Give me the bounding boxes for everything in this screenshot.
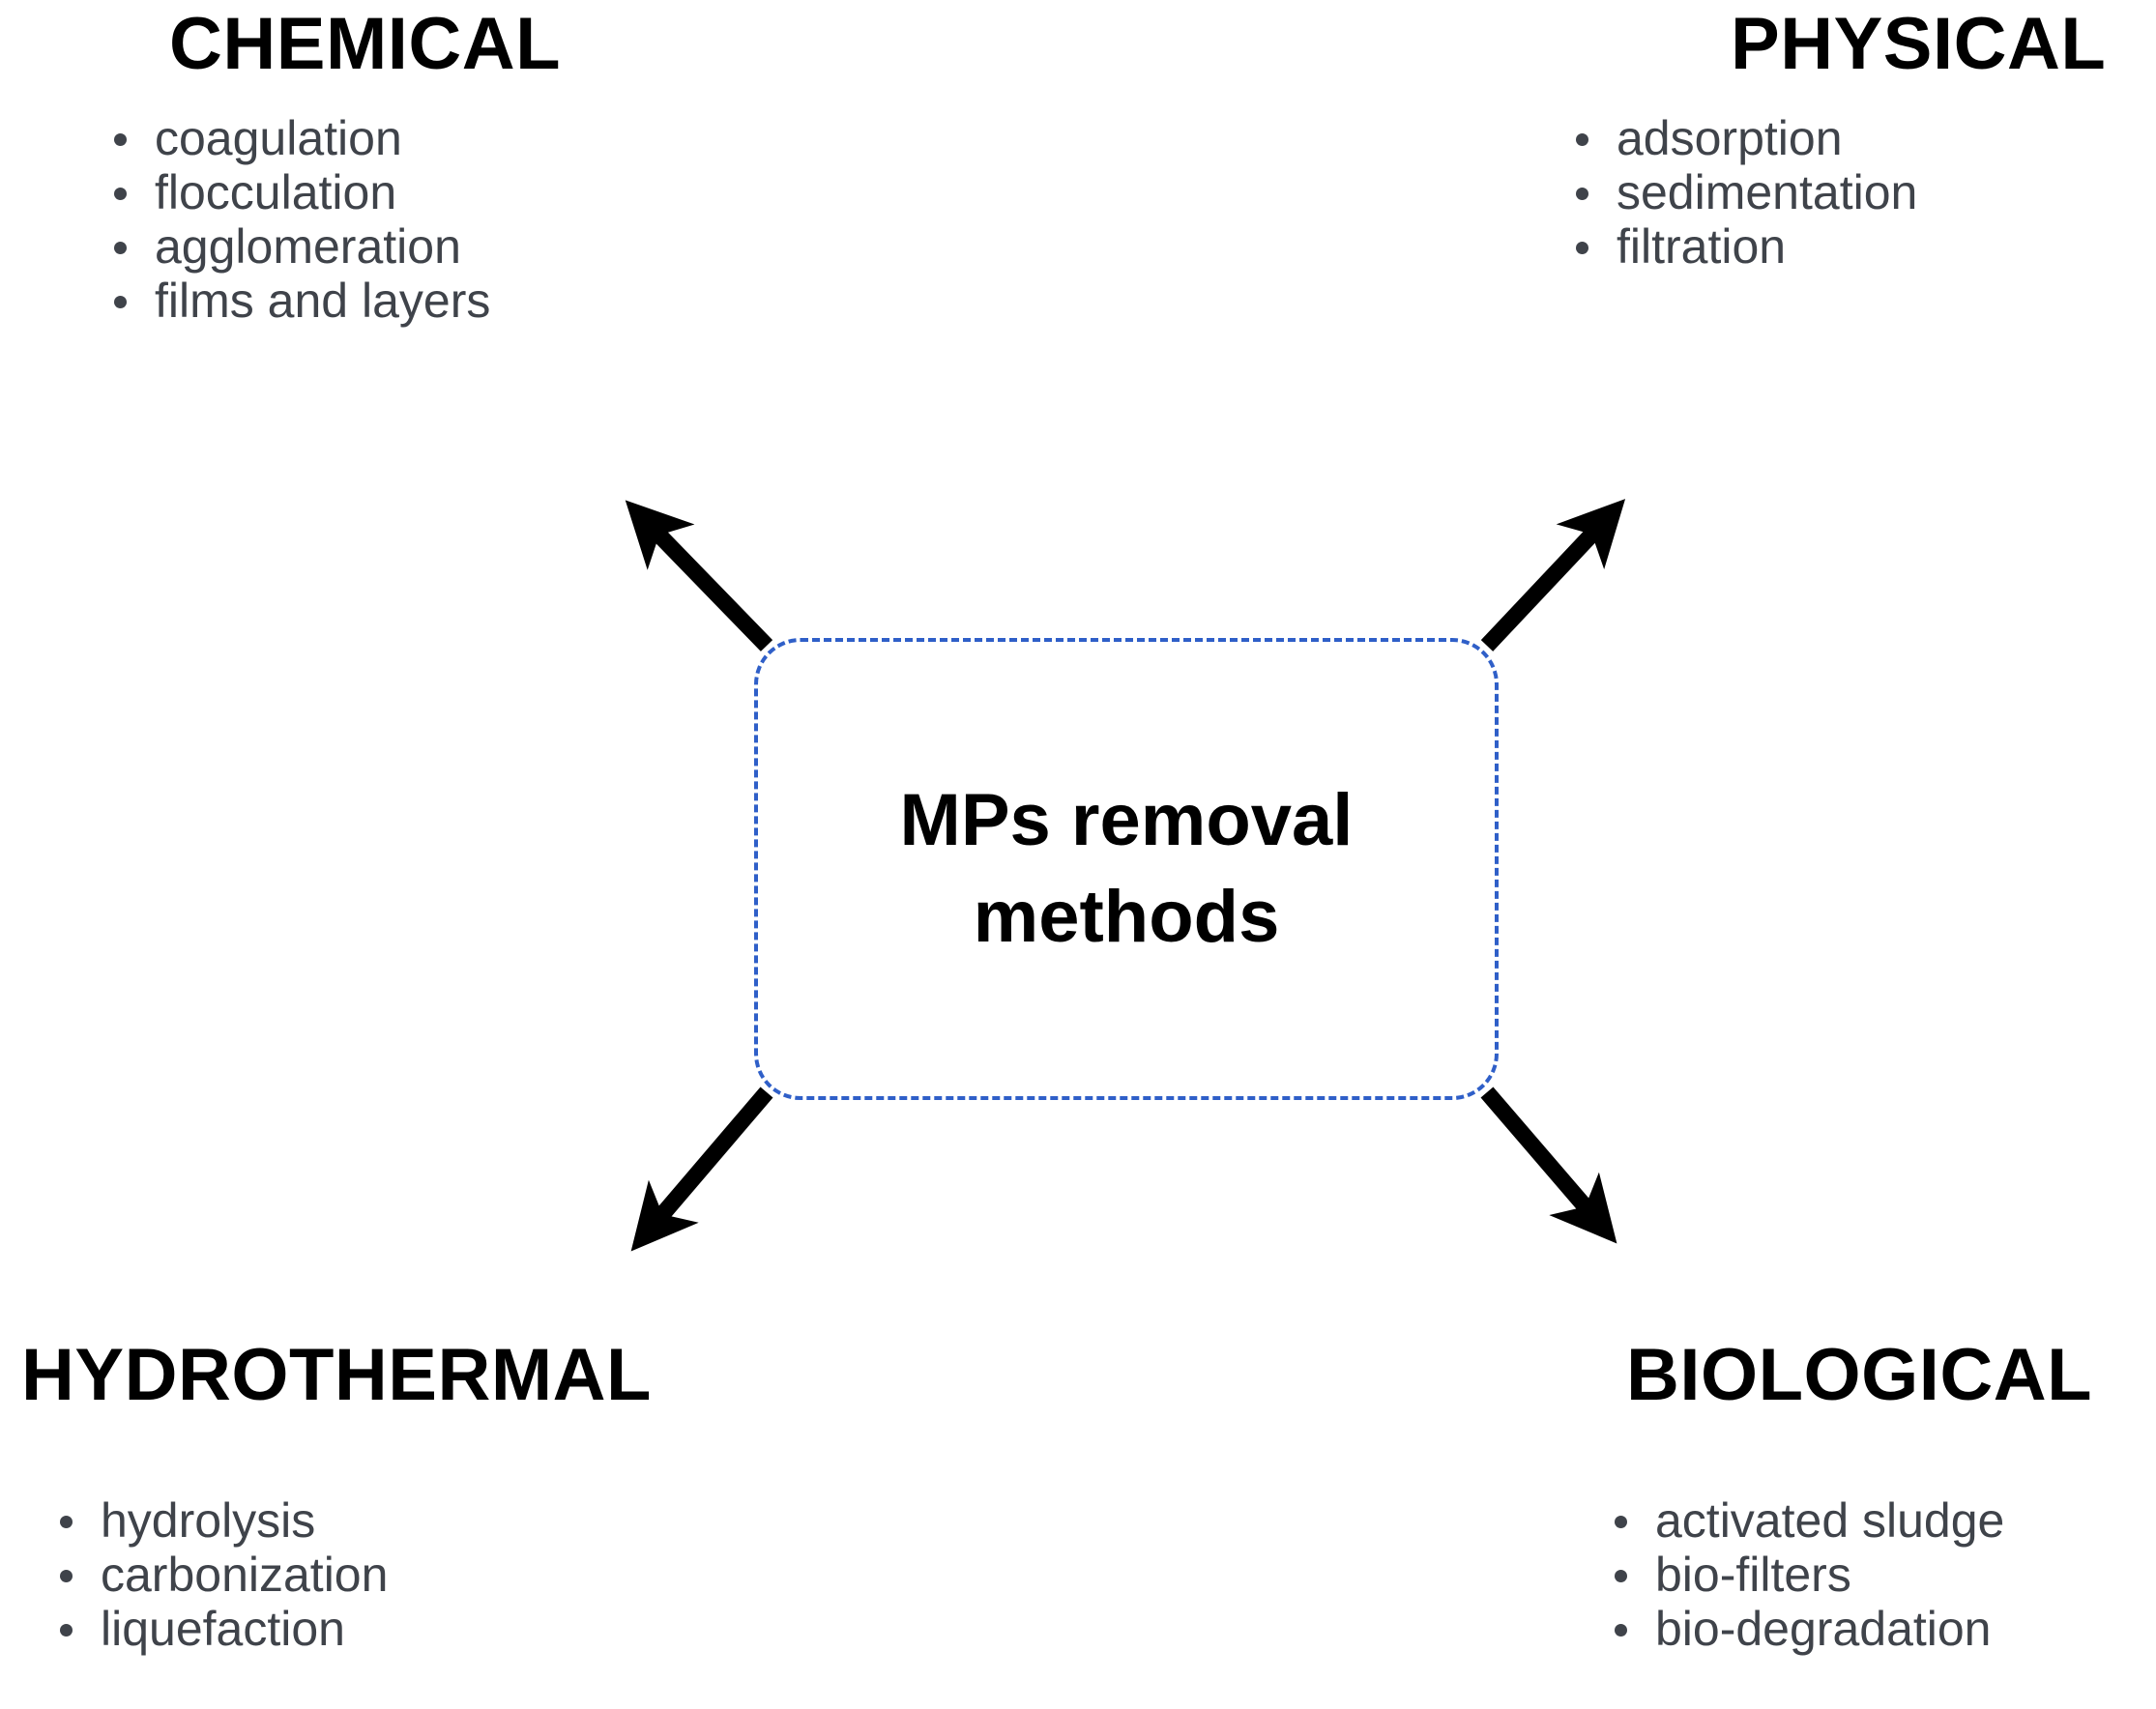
quadrant-heading-hydrothermal: HYDROTHERMAL (21, 1334, 652, 1416)
bullet-icon (1615, 1515, 1627, 1528)
list-item-label: liquefaction (101, 1602, 345, 1656)
list-item: bio-degradation (1605, 1605, 2004, 1654)
list-item-label: activated sludge (1655, 1493, 2005, 1548)
list-item-label: carbonization (101, 1548, 389, 1602)
list-item-label: bio-degradation (1655, 1602, 1992, 1656)
bullet-icon (114, 132, 127, 146)
bullet-icon (1615, 1569, 1627, 1582)
bullet-icon (114, 295, 127, 308)
list-item: bio-filters (1605, 1550, 2004, 1600)
list-item-label: films and layers (155, 274, 491, 328)
arrow-to-biological (1480, 1086, 1617, 1244)
list-item: liquefaction (50, 1605, 388, 1654)
list-item-label: agglomeration (155, 219, 461, 274)
method-list-chemical: coagulation flocculation agglomeration f… (104, 114, 490, 331)
list-item: filtration (1566, 222, 1917, 272)
quadrant-heading-biological: BIOLOGICAL (1626, 1334, 2093, 1416)
list-item: carbonization (50, 1550, 388, 1600)
center-node-mps-removal-methods: MPs removal methods (754, 638, 1499, 1100)
bullet-icon (1615, 1623, 1627, 1637)
list-item: hydrolysis (50, 1496, 388, 1546)
bullet-icon (60, 1569, 73, 1582)
bullet-icon (1576, 187, 1588, 200)
list-item-label: adsorption (1617, 111, 1843, 165)
method-list-physical: adsorption sedimentation filtration (1566, 114, 1917, 276)
list-item-label: coagulation (155, 111, 402, 165)
quadrant-heading-chemical: CHEMICAL (169, 3, 562, 85)
list-item-label: filtration (1617, 219, 1787, 274)
method-list-biological: activated sludge bio-filters bio-degrada… (1605, 1496, 2004, 1659)
center-node-title-line-1: MPs removal (899, 778, 1354, 861)
bullet-icon (1576, 241, 1588, 254)
list-item: agglomeration (104, 222, 490, 272)
bullet-icon (1576, 132, 1588, 146)
list-item-label: hydrolysis (101, 1493, 316, 1548)
arrow-to-hydrothermal (630, 1086, 773, 1252)
list-item-label: flocculation (155, 165, 397, 219)
arrow-to-chemical (625, 500, 773, 652)
list-item: coagulation (104, 114, 490, 163)
list-item: adsorption (1566, 114, 1917, 163)
list-item: films and layers (104, 276, 490, 326)
list-item: flocculation (104, 168, 490, 217)
bullet-icon (60, 1623, 73, 1637)
method-list-hydrothermal: hydrolysis carbonization liquefaction (50, 1496, 388, 1659)
bullet-icon (60, 1515, 73, 1528)
bullet-icon (114, 241, 127, 254)
list-item-label: sedimentation (1617, 165, 1918, 219)
center-node-title-line-2: methods (973, 876, 1280, 958)
bullet-icon (114, 187, 127, 200)
quadrant-heading-physical: PHYSICAL (1731, 3, 2107, 85)
list-item: activated sludge (1605, 1496, 2004, 1546)
arrow-to-physical (1480, 499, 1626, 652)
list-item: sedimentation (1566, 168, 1917, 217)
list-item-label: bio-filters (1655, 1548, 1851, 1602)
